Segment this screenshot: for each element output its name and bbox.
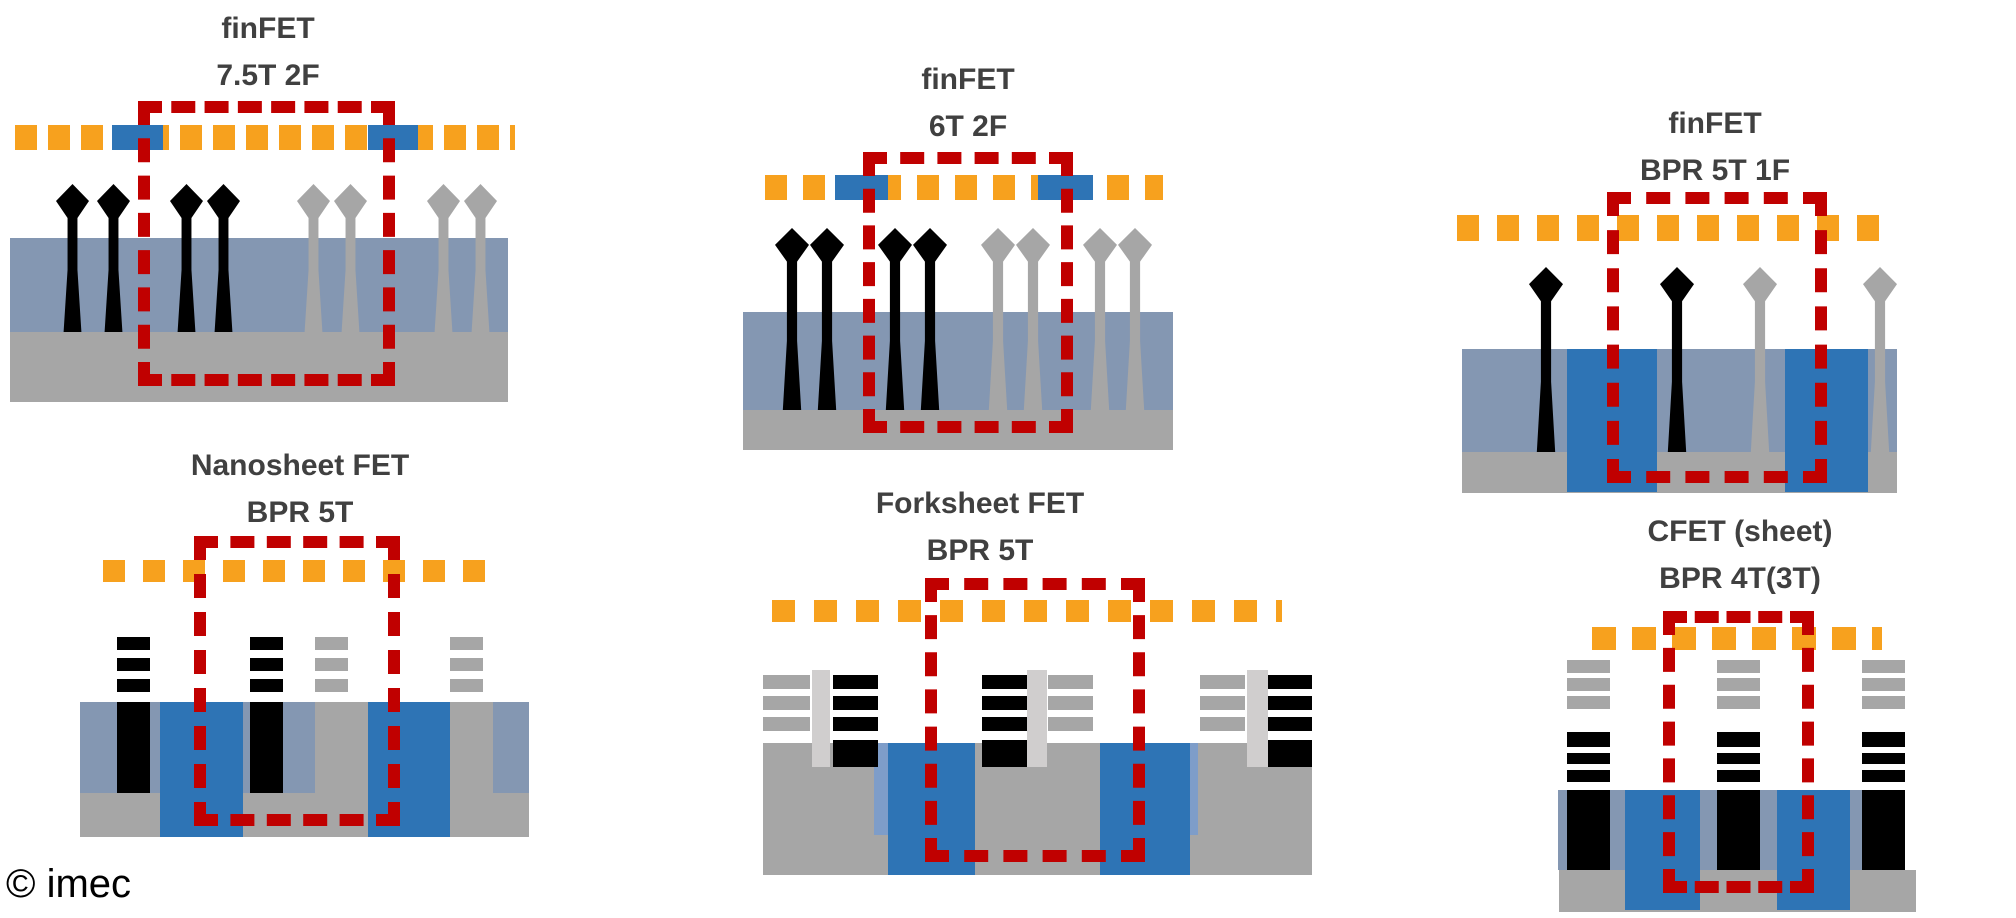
panel-title-line1: Nanosheet FET (190, 449, 410, 482)
well-region (493, 702, 529, 793)
cfet-bottom-sheet-active (1862, 753, 1905, 764)
cfet-bottom-sheet-active (1567, 753, 1610, 764)
nanosheet-inactive (450, 637, 483, 650)
cfet-top-sheet-inactive (1567, 696, 1610, 709)
m0-track-row (765, 175, 1163, 200)
forksheet-active-base (982, 740, 1027, 767)
forksheet-active-base (833, 740, 878, 767)
forksheet-inactive (1048, 675, 1093, 689)
nanosheet-fin-base-inactive (315, 702, 348, 793)
cfet-top-sheet-inactive (1717, 696, 1760, 709)
nanosheet-inactive (315, 679, 348, 692)
panel-title-line1: finFET (221, 12, 315, 45)
forksheet-active (1268, 717, 1312, 731)
forksheet-active (982, 717, 1027, 731)
standard-cell-boundary (1607, 192, 1827, 483)
standard-cell-boundary (863, 152, 1073, 433)
nanosheet-fin-base-active (250, 702, 283, 793)
nanosheet-active (250, 637, 283, 650)
cfet-top-sheet-inactive (1567, 678, 1610, 691)
m0-track-row (15, 125, 515, 150)
cfet-top-sheet-inactive (1862, 660, 1905, 673)
nanosheet-inactive (450, 658, 483, 671)
panel-title-line2: BPR 4T(3T) (1659, 562, 1821, 595)
panel-title: finFET 6T 2F (818, 56, 1118, 150)
forksheet-dielectric-wall (1027, 670, 1047, 767)
forksheet-active (982, 696, 1027, 710)
forksheet-dielectric-wall (812, 670, 830, 767)
cfet-bottom-sheet-active (1717, 770, 1760, 782)
cfet-bottom-sheet-active (1567, 732, 1610, 747)
nanosheet-active (117, 637, 150, 650)
nanosheet-fin-base-active (117, 702, 150, 793)
m0-track-row (1457, 215, 1885, 241)
forksheet-inactive (1200, 675, 1245, 689)
panel-title-line2: 6T 2F (928, 110, 1008, 143)
substrate (10, 332, 508, 402)
nanosheet-active (117, 679, 150, 692)
cfet-top-sheet-inactive (1862, 696, 1905, 709)
panel-title-line2: BPR 5T (246, 496, 354, 529)
panel-title: Forksheet FET BPR 5T (830, 480, 1130, 574)
cfet-fin-base-active (1567, 790, 1610, 870)
forksheet-active (1268, 696, 1312, 710)
panel-title-line1: Forksheet FET (875, 487, 1085, 520)
cfet-fin-base-active (1717, 790, 1760, 870)
panel-title-line1: finFET (921, 63, 1015, 96)
forksheet-active (1268, 675, 1312, 689)
forksheet-active (982, 675, 1027, 689)
standard-cell-boundary (1663, 611, 1814, 893)
cfet-bottom-sheet-active (1862, 770, 1905, 782)
cfet-bottom-sheet-active (1717, 753, 1760, 764)
panel-title: CFET (sheet) BPR 4T(3T) (1590, 508, 1890, 602)
forksheet-inactive (1048, 696, 1093, 710)
cfet-top-sheet-inactive (1567, 660, 1610, 673)
forksheet-inactive (1200, 696, 1245, 710)
cfet-bottom-sheet-active (1717, 732, 1760, 747)
panel-title: finFET BPR 5T 1F (1565, 100, 1865, 194)
forksheet-inactive (1048, 717, 1093, 731)
forksheet-inactive (763, 675, 810, 689)
forksheet-active (833, 717, 878, 731)
forksheet-inactive (763, 696, 810, 710)
panel-title-line1: finFET (1668, 107, 1762, 140)
nanosheet-fin-base-inactive (450, 702, 483, 793)
nanosheet-inactive (315, 658, 348, 671)
forksheet-inactive (763, 717, 810, 731)
cfet-top-sheet-inactive (1862, 678, 1905, 691)
panel-title-line2: BPR 5T 1F (1639, 154, 1791, 187)
m0-track-row (772, 600, 1282, 622)
nanosheet-active (250, 658, 283, 671)
panel-title-line2: 7.5T 2F (216, 59, 320, 92)
panel-title-line1: CFET (sheet) (1647, 515, 1833, 548)
cfet-top-sheet-inactive (1717, 660, 1760, 673)
forksheet-active (833, 696, 878, 710)
standard-cell-boundary (194, 536, 400, 826)
panel-title-line2: BPR 5T (926, 534, 1034, 567)
panel-title: finFET 7.5T 2F (118, 5, 418, 99)
forksheet-active (833, 675, 878, 689)
panel-title: Nanosheet FET BPR 5T (150, 442, 450, 536)
well-region (10, 238, 508, 332)
nanosheet-active (250, 679, 283, 692)
standard-cell-boundary (925, 578, 1145, 862)
forksheet-dielectric-wall (1247, 670, 1268, 767)
nanosheet-active (117, 658, 150, 671)
copyright-imec: © imec (6, 862, 132, 906)
forksheet-inactive (1200, 717, 1245, 731)
nanosheet-inactive (315, 637, 348, 650)
cfet-fin-base-active (1862, 790, 1905, 870)
power-rail (112, 125, 163, 150)
nanosheet-inactive (450, 679, 483, 692)
forksheet-active-base (1268, 740, 1312, 767)
cfet-top-sheet-inactive (1717, 678, 1760, 691)
standard-cell-boundary (138, 101, 395, 386)
cfet-bottom-sheet-active (1567, 770, 1610, 782)
power-rail (835, 175, 888, 200)
cfet-bottom-sheet-active (1862, 732, 1905, 747)
